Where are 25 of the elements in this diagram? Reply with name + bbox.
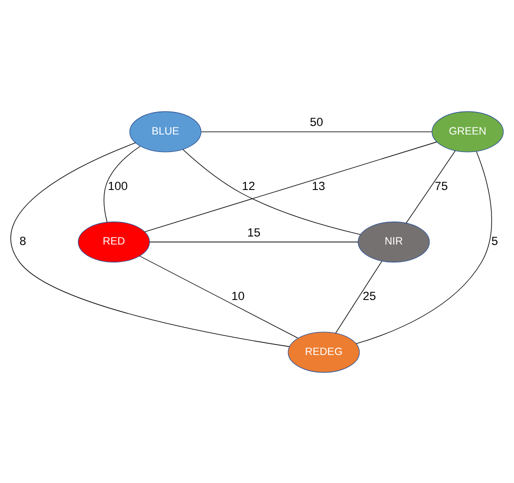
connector bbox=[139, 255, 298, 338]
node-ellipse: BLUE bbox=[129, 110, 202, 152]
node-ellipse: REDEG bbox=[288, 331, 360, 372]
edge-label: 15 bbox=[247, 224, 260, 239]
edge-label: 8 bbox=[20, 233, 26, 248]
edge-label: 25 bbox=[362, 288, 376, 303]
edge-label: 75 bbox=[434, 178, 448, 192]
connector bbox=[182, 148, 361, 234]
connector bbox=[335, 260, 382, 334]
node-ellipse: RED bbox=[78, 221, 150, 262]
edge-label: 100 bbox=[108, 178, 128, 192]
node-ellipse: GREEN bbox=[432, 110, 504, 152]
connector bbox=[356, 150, 492, 344]
connector bbox=[149, 241, 358, 242]
edge-label: 5 bbox=[491, 233, 498, 248]
connector bbox=[104, 145, 140, 222]
connector bbox=[144, 141, 437, 232]
node-ellipse: NIR bbox=[358, 221, 430, 262]
connector bbox=[406, 150, 456, 223]
connector bbox=[10, 142, 290, 346]
connector bbox=[200, 130, 432, 132]
edge-label: 12 bbox=[242, 178, 256, 192]
edge-label: 13 bbox=[312, 178, 326, 192]
edge-label: 50 bbox=[310, 114, 324, 129]
edge-label: 10 bbox=[231, 288, 245, 303]
